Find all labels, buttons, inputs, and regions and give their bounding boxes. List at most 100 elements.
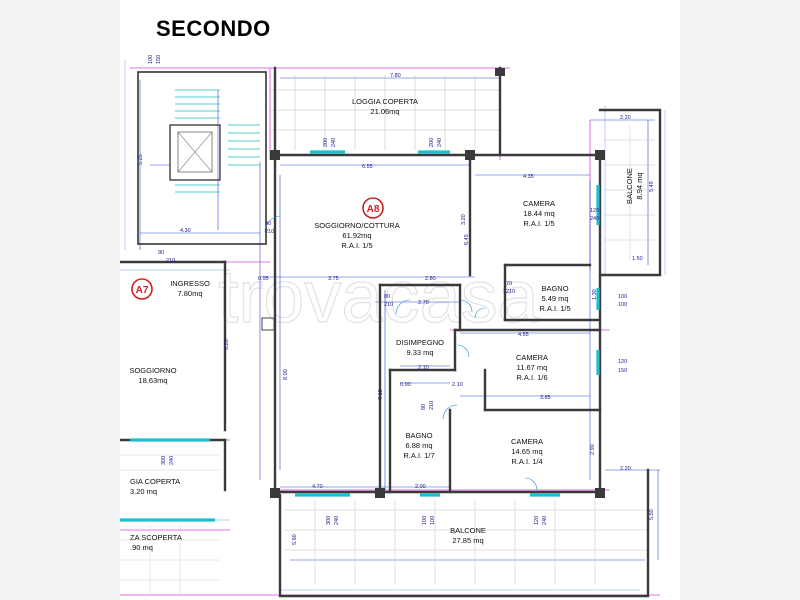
dim-label: 210 (429, 401, 435, 410)
dim-label: 3.75 (328, 276, 339, 282)
dim-label: 3.20 (461, 214, 467, 225)
room-bagno-2-name: BAGNO (405, 431, 432, 440)
dim-label: 80 (384, 294, 390, 300)
room-camera-2-rai: R.A.I. 1/6 (516, 373, 547, 382)
balcone-bottom-hatch (285, 500, 650, 585)
column-marker (261, 317, 275, 331)
dim-label: 120 (590, 208, 599, 214)
dim-label: 120 (618, 359, 627, 365)
dim-label: 150 (156, 55, 162, 64)
dim-label: 5.49 (649, 181, 655, 192)
room-bagno-1-area: 5.49 mq (541, 294, 568, 303)
dim-label: 8.00 (283, 369, 289, 380)
dim-label: 150 (618, 368, 627, 374)
room-camera-3-area: 14.65 mq (511, 447, 542, 456)
left-margin (0, 0, 120, 600)
floor-plan: SECONDO trovacasa (120, 16, 666, 598)
svg-text:A7: A7 (136, 285, 149, 296)
dim-label: 70 (506, 281, 512, 287)
dim-label: 6.20 (224, 339, 230, 350)
dim-label: 5.60 (292, 534, 298, 545)
dim-label: 5.50 (649, 509, 655, 520)
room-camera-2-name: CAMERA (516, 353, 548, 362)
dim-label: 4.30 (180, 228, 191, 234)
dim-label: 7.80 (390, 73, 401, 79)
floor-plan-sheet: SECONDO trovacasa (120, 0, 680, 600)
room-bagno-1-name: BAGNO (541, 284, 568, 293)
dim-label: 240 (590, 216, 599, 222)
dim-label: 200 (323, 138, 329, 147)
right-margin (680, 0, 800, 600)
dim-label: 2.70 (418, 300, 429, 306)
room-terrazza-name: ZA SCOPERTA (130, 533, 182, 542)
dim-label: 240 (542, 516, 548, 525)
room-balcone-bottom-name: BALCONE (450, 526, 486, 535)
dim-label: 2.10 (452, 382, 463, 388)
dim-label: 210 (506, 289, 515, 295)
room-camera-1-rai: R.A.I. 1/5 (523, 219, 554, 228)
room-loggia-a7-area: 3.20 mq (130, 487, 157, 496)
dim-label: 90 (158, 250, 164, 256)
room-terrazza-area: .90 mq (130, 543, 153, 552)
room-bagno-1-rai: R.A.I. 1/5 (539, 304, 570, 313)
loggia-hatch (270, 75, 500, 150)
a7-terrace-hatch (120, 454, 220, 595)
dim-label: 90 (265, 221, 271, 227)
unit-badge-a7: A7 (131, 278, 153, 300)
room-camera-3-name: CAMERA (511, 437, 543, 446)
balcone-right-hatch (605, 125, 655, 260)
pillars (270, 68, 605, 498)
dim-label: 5.25 (138, 154, 144, 165)
dim-label: 2.80 (425, 276, 436, 282)
room-loggia-coperta-name: LOGGIA COPERTA (352, 97, 418, 106)
dim-label: 210 (384, 302, 393, 308)
room-ingresso-area: 7.80mq (177, 289, 202, 298)
dim-label: 2.00 (415, 484, 426, 490)
room-soggiorno-cottura-rai: R.A.I. 1/5 (341, 241, 372, 250)
dim-label: 100 (430, 516, 436, 525)
dim-label: 0.95 (258, 276, 269, 282)
dim-label: 6.45 (464, 234, 470, 245)
room-balcone-bottom-area: 27.85 mq (452, 536, 483, 545)
dim-label: 120 (534, 516, 540, 525)
dim-label: 2.90 (590, 444, 596, 455)
unit-badge-a8: A8 (362, 197, 384, 219)
room-disimpegno-area: 9.33 mq (406, 348, 433, 357)
dim-label: 1.50 (632, 256, 643, 262)
room-bagno-2-rai: R.A.I. 1/7 (403, 451, 434, 460)
dim-label: 4.55 (518, 332, 529, 338)
dim-label: 100 (618, 302, 627, 308)
dim-label: 7.15 (378, 389, 384, 400)
dim-label: 200 (429, 138, 435, 147)
svg-text:A8: A8 (367, 204, 380, 215)
dim-label: 300 (326, 516, 332, 525)
stairwell (137, 71, 267, 245)
room-soggiorno-cottura-name: SOGGIORNO/COTTURA (314, 221, 399, 230)
room-disimpegno-name: DISIMPEGNO (396, 338, 444, 347)
dim-label: 80 (421, 404, 427, 410)
room-ingresso-name: INGRESSO (170, 279, 210, 288)
room-balcone-right-area: 8.94 mq (635, 172, 644, 199)
dim-label: 100 (618, 294, 627, 300)
dim-label: 210 (166, 258, 175, 264)
door-swings (264, 215, 538, 491)
windows (120, 150, 600, 522)
room-bagno-2-area: 6.88 mq (405, 441, 432, 450)
dim-label: 210 (265, 229, 274, 235)
room-labels: LOGGIA COPERTA 21.06mq BALCONE 8.94 mq C… (129, 97, 644, 552)
dim-label: 0.90 (400, 382, 411, 388)
room-camera-3-rai: R.A.I. 1/4 (511, 457, 542, 466)
room-loggia-coperta-area: 21.06mq (370, 107, 399, 116)
dimension-labels: 7.80 2.20 2.20 6.55 4.35 4.30 3.75 2.80 … (138, 55, 655, 545)
dim-label: 240 (169, 456, 175, 465)
dim-label: 100 (148, 55, 154, 64)
dim-label: 2.20 (620, 115, 631, 121)
dim-label: 240 (437, 138, 443, 147)
dim-label: 1.30 (592, 289, 598, 300)
plan-title: SECONDO (156, 16, 271, 41)
dim-label: 4.35 (523, 174, 534, 180)
room-balcone-right-name: BALCONE (625, 168, 634, 204)
room-soggiorno-a7-area: 18.63mq (138, 376, 167, 385)
dim-label: 4.70 (312, 484, 323, 490)
room-camera-1-area: 18.44 mq (523, 209, 554, 218)
